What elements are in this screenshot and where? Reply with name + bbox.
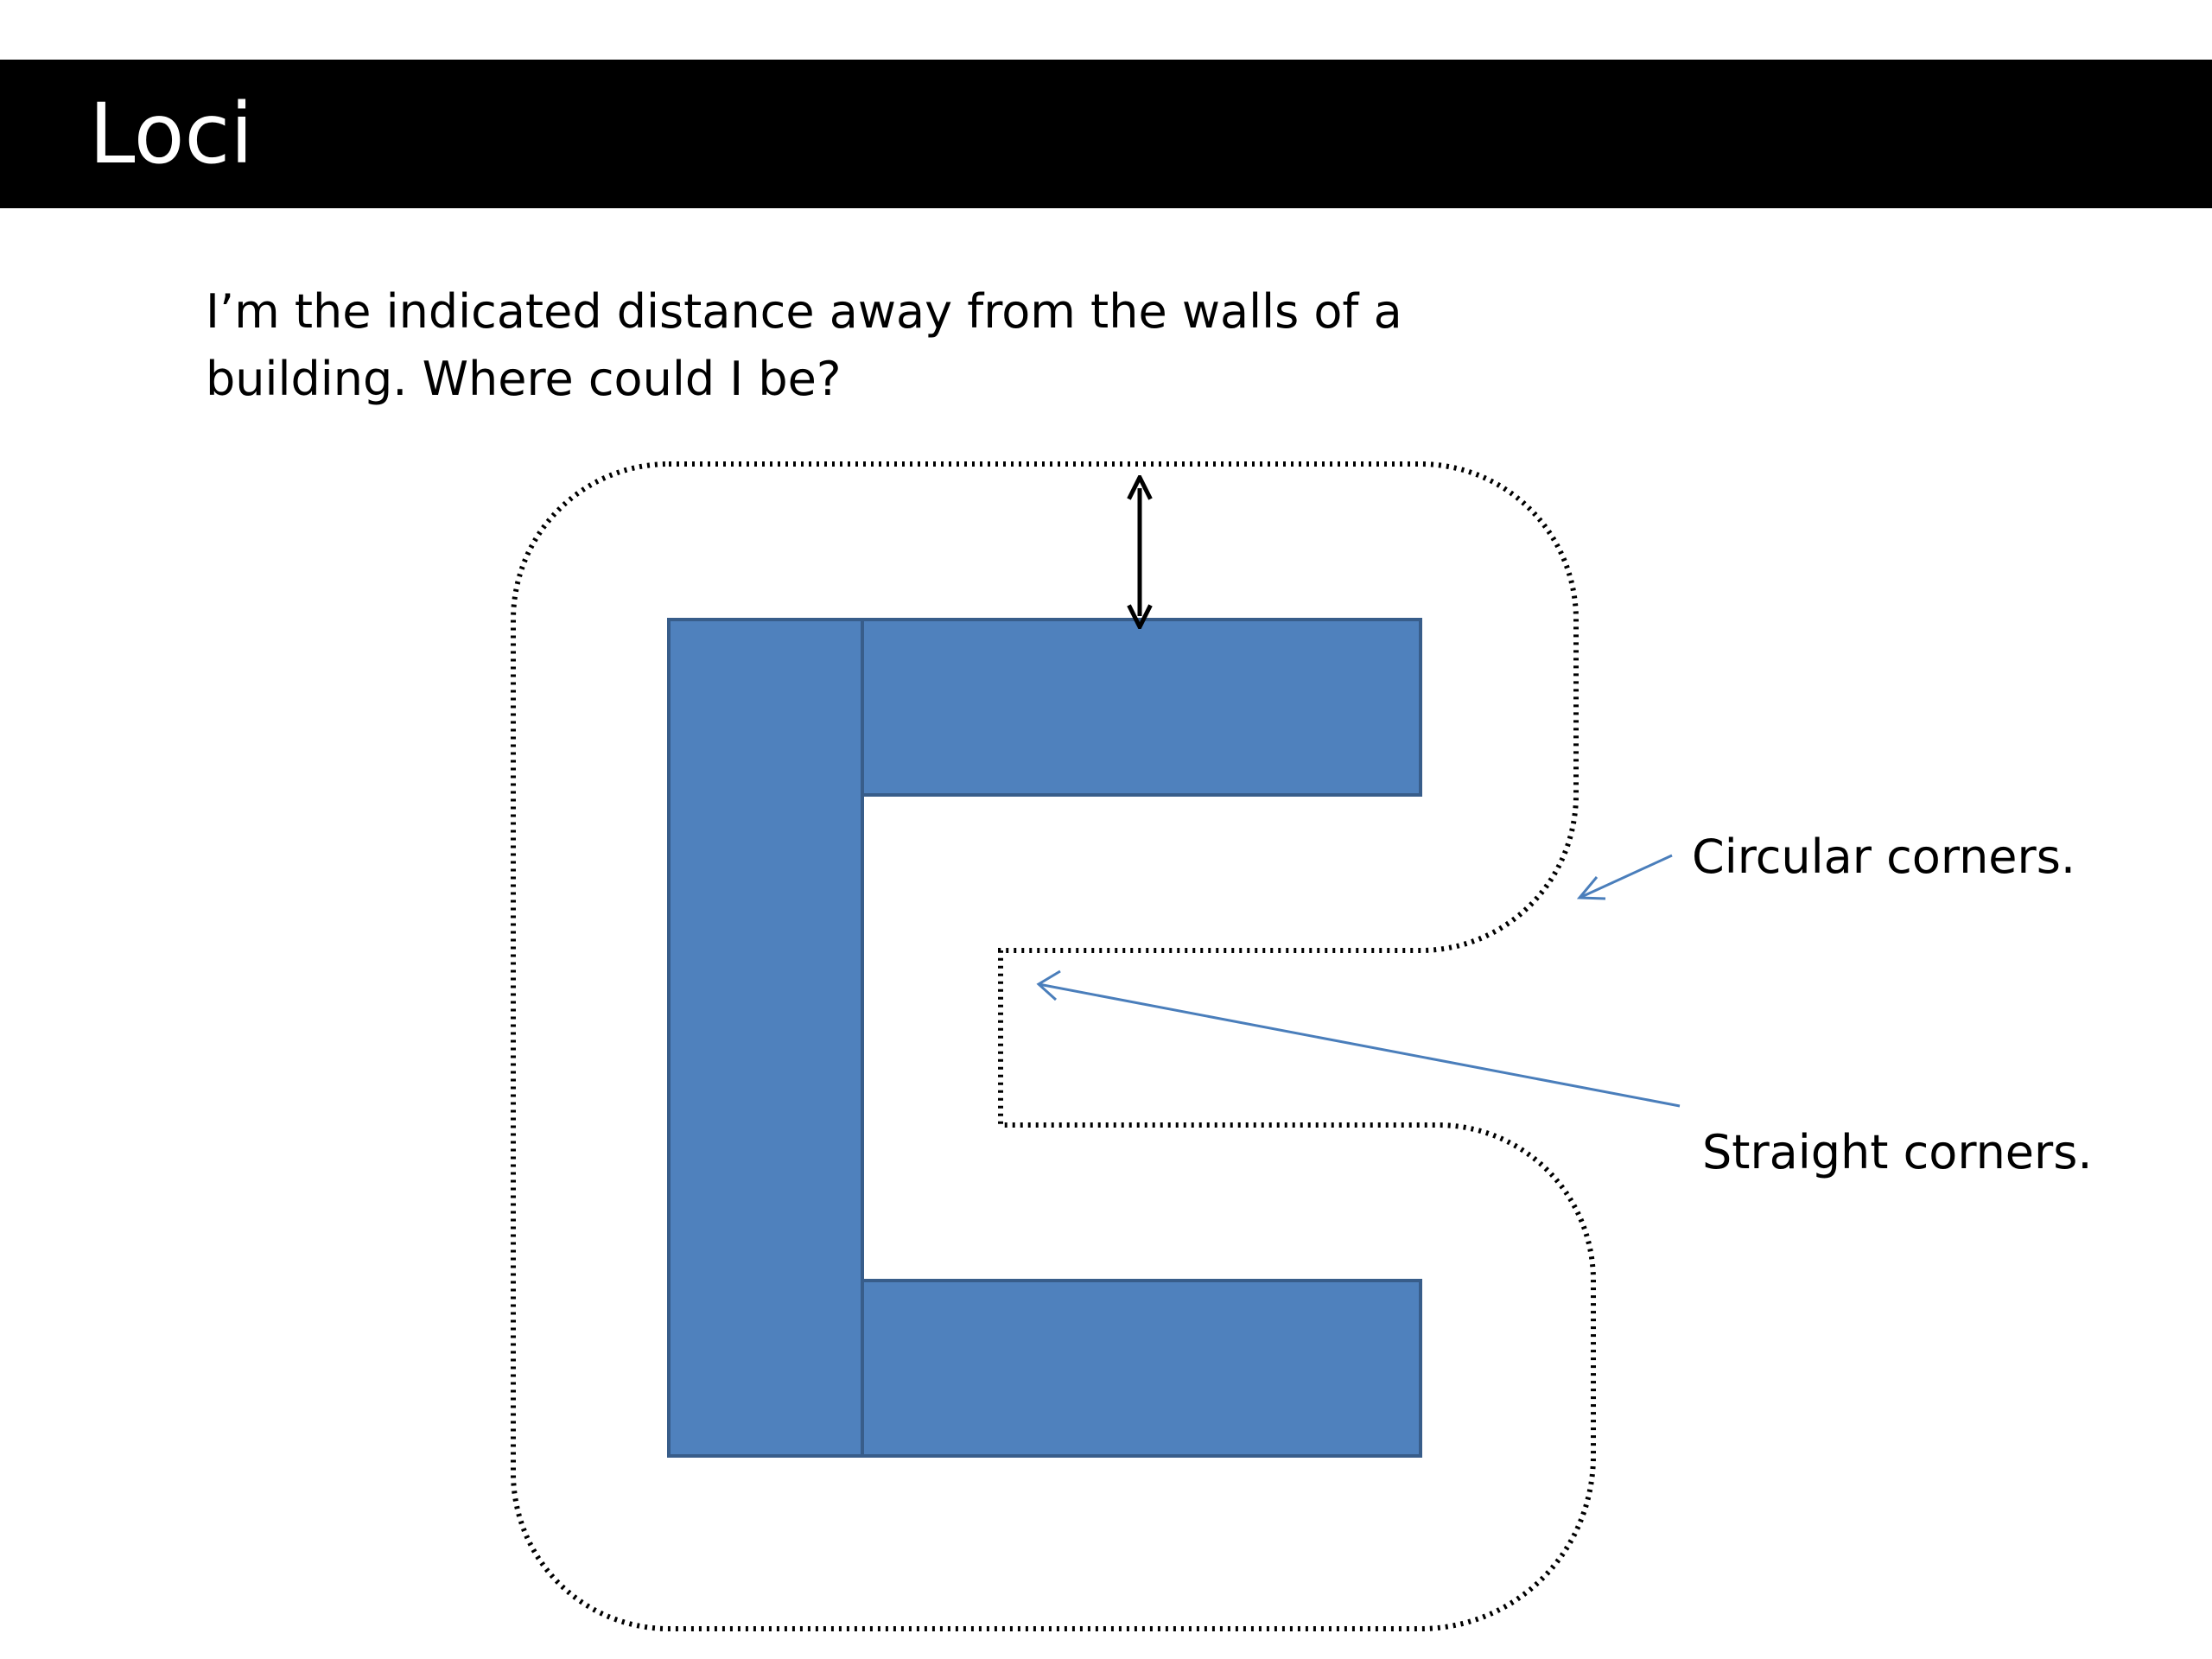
- building-bottom-wing: [861, 1279, 1422, 1458]
- straight-corners-label: Straight corners.: [1702, 1125, 2093, 1179]
- circular-corners-pointer: [1576, 854, 1673, 900]
- building-vertical-wall: [667, 618, 864, 1458]
- slide-title: Loci: [89, 86, 253, 182]
- building: [667, 618, 1422, 1458]
- straight-corners-pointer: [1036, 969, 1681, 1108]
- question-line-2: building. Where could I be?: [206, 352, 842, 406]
- question-text: I’m the indicated distance away from the…: [206, 278, 1502, 413]
- building-top-wing: [861, 618, 1422, 797]
- circular-corners-label: Circular corners.: [1692, 830, 2076, 884]
- title-bar: Loci: [0, 60, 2212, 208]
- question-line-1: I’m the indicated distance away from the…: [206, 284, 1402, 339]
- locus-boundary: [511, 461, 1596, 1631]
